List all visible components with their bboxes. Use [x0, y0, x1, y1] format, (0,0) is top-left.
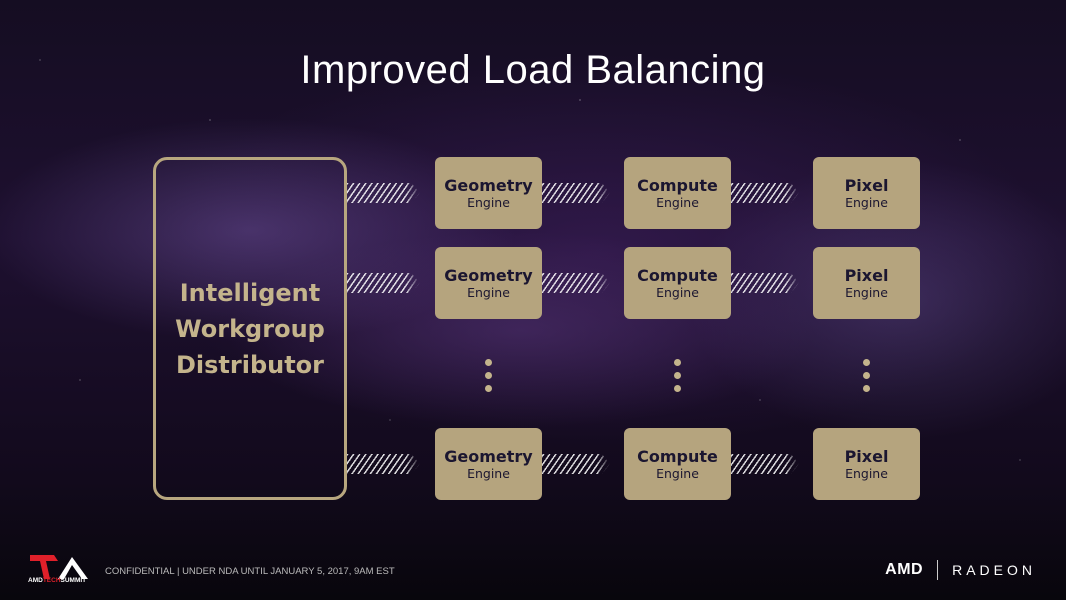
- engine-label: Engine: [845, 194, 888, 210]
- amd-tech-summit-logo: [30, 555, 88, 579]
- ellipsis-dot: [863, 359, 870, 366]
- flow-arrow: [731, 273, 799, 293]
- engine-name: Compute: [637, 446, 718, 466]
- ellipsis-dot: [674, 372, 681, 379]
- engine-name: Geometry: [444, 265, 533, 285]
- engine-name: Pixel: [844, 265, 889, 285]
- ellipsis-dot: [674, 359, 681, 366]
- ellipsis-dot: [485, 372, 492, 379]
- confidential-notice: CONFIDENTIAL | UNDER NDA UNTIL JANUARY 5…: [105, 566, 395, 577]
- engine-label: Engine: [467, 465, 510, 481]
- slide-title: Improved Load Balancing: [300, 48, 766, 92]
- ellipsis-dot: [485, 359, 492, 366]
- flow-arrow: [542, 454, 610, 474]
- ellipsis-dot: [863, 372, 870, 379]
- flow-arrow: [542, 273, 610, 293]
- amd-radeon-brand: AMD RADEON: [885, 560, 1036, 580]
- flow-arrow: [731, 183, 799, 203]
- engine-name: Compute: [637, 175, 718, 195]
- distributor-label: Intelligent Workgroup Distributor: [175, 278, 325, 379]
- engine-name: Geometry: [444, 446, 533, 466]
- engine-name: Geometry: [444, 175, 533, 195]
- radeon-logo: RADEON: [952, 562, 1036, 578]
- flow-arrow: [347, 454, 420, 474]
- engine-label: Engine: [845, 284, 888, 300]
- engine-name: Pixel: [844, 446, 889, 466]
- logo-text: AMDTECHSUMMIT: [28, 577, 87, 584]
- flow-arrow: [347, 273, 420, 293]
- engine-label: Engine: [845, 465, 888, 481]
- workgroup-distributor-box: Intelligent Workgroup Distributor: [153, 157, 347, 500]
- amd-logo: AMD: [885, 561, 924, 578]
- engine-label: Engine: [656, 465, 699, 481]
- engine-name: Compute: [637, 265, 718, 285]
- ellipsis-dot: [485, 385, 492, 392]
- engine-label: Engine: [656, 194, 699, 210]
- ellipsis-dot: [674, 385, 681, 392]
- engine-label: Engine: [467, 284, 510, 300]
- brand-divider: [937, 560, 939, 580]
- flow-arrow: [347, 183, 420, 203]
- flow-arrow: [731, 454, 799, 474]
- engine-label: Engine: [656, 284, 699, 300]
- engine-label: Engine: [467, 194, 510, 210]
- engine-name: Pixel: [844, 175, 889, 195]
- flow-arrow: [542, 183, 610, 203]
- ellipsis-dot: [863, 385, 870, 392]
